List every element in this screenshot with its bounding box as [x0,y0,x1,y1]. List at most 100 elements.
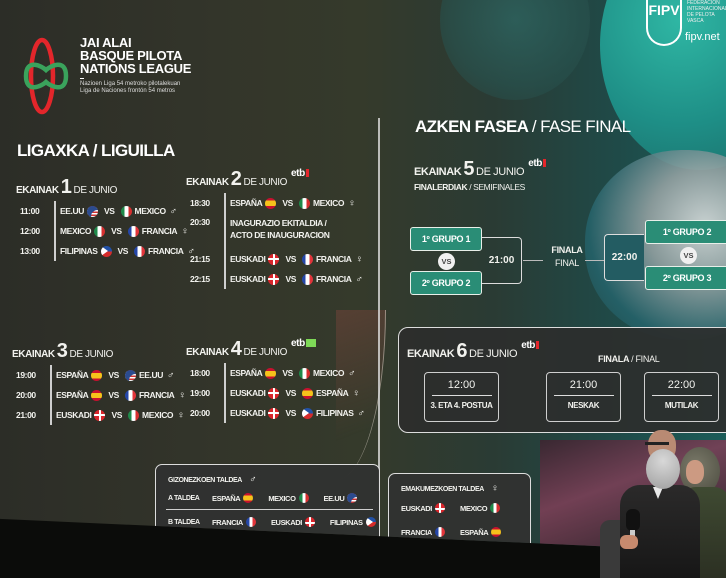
final-slot: 21:00 NESKAK [546,372,621,422]
match-row: 11:00 EE.UU VS MEXICO ♂ [20,201,195,221]
final-slot: 22:00 MUTILAK [644,372,719,422]
match-row: 21:15 EUSKADI VS FRANCIA ♀ [190,249,363,269]
team-name: MEXICO [459,503,488,513]
away-team: ESPAÑA [316,388,349,398]
male-icon: ♂ [249,474,257,485]
presenters [600,425,726,578]
women-groups-title: EMAKUMEZKOEN TALDEA ♀ [401,483,499,494]
france-flag-icon [245,517,256,527]
etb-logo-icon: etb [291,338,316,349]
female-icon: ♀ [491,483,499,494]
slot-time: 12:00 [447,379,476,391]
euskadi-flag-icon [268,273,280,285]
group-separator [166,509,373,510]
day-header: EKAINAK 4 DE JUNIO etb [186,338,365,359]
title-line: NATIONS LEAGUE [80,61,192,76]
france-flag-icon [434,527,445,537]
event-label: INAGURAZIO EKITALDIA / ACTO DE INAUGURAC… [230,217,330,241]
female-icon: ♀ [352,387,360,399]
final-phase-title: AZKEN FASEA / FASE FINAL [415,117,631,137]
day-header: EKAINAK 3 DE JUNIO [12,341,186,361]
vs-badge: VS [438,253,455,270]
fipv-shield-icon: FIPV [646,0,682,46]
match-row: 22:15 EUSKADI VS FRANCIA ♂ [190,269,363,289]
women-row: EUSKADI MEXICO [401,503,515,513]
vs-label: VS [111,226,122,236]
league-title: JAI ALAI BASQUE PILOTA NATIONS LEAGUE Na… [80,36,191,95]
group-team: EUSKADI [271,517,318,527]
day-number: 1 [60,176,72,198]
away-team: FRANCIA [148,246,184,256]
person-hand [620,535,638,549]
final-title: FINALA / FINAL [598,354,660,364]
group-team: FRANCIA [401,527,448,537]
vs-label: VS [108,390,119,400]
bracket-line [585,260,605,261]
slot-time: 22:00 [667,379,696,391]
federation-name: FEDERACIÓN INTERNACIONAL DE PELOTA VASCA [687,0,726,24]
vs-label: VS [111,410,123,420]
match-time: 18:30 [190,198,210,208]
day-5-schedule: EKAINAK 5 DE JUNIO etb FINALERDIAK / SEM… [414,158,546,192]
euskadi-flag-icon [304,517,315,527]
euskadi-flag-icon [268,387,280,399]
etb-logo-icon: etb [521,340,539,351]
event-row: 20:30 INAGURAZIO EKITALDIA / ACTO DE INA… [190,213,363,249]
home-team: EUSKADI [230,254,266,264]
spain-flag-icon [265,367,277,379]
away-team: FILIPINAS [316,408,354,418]
match-time: 11:00 [20,206,40,216]
semifinal-time: 22:00 [604,234,644,281]
usa-flag-icon [86,205,98,217]
france-flag-icon [124,389,136,401]
female-icon: ♀ [355,253,363,265]
title-line: BASQUE PILOTA [80,48,183,63]
vs-label: VS [282,198,293,208]
slot-divider [651,395,712,396]
away-team: MEXICO [134,206,167,216]
match-row: 12:00 MEXICO VS FRANCIA ♀ [20,221,195,241]
match-time: 20:00 [190,408,210,418]
away-team: FRANCIA [141,226,178,236]
semifinal-team-box: 2º GRUPO 3 [645,266,726,290]
group-team: ESPAÑA [212,493,256,503]
day-1-schedule: EKAINAK 1 DE JUNIO 11:00 EE.UU VS MEXICO… [16,176,195,261]
match-list: 18:00 ESPAÑA VS MEXICO ♂ 19:00 EUSKADI V… [186,363,365,423]
stage-label: FINALERDIAK / SEMIFINALES [414,182,546,192]
men-groups-title: GIZONEZKOEN TALDEA ♂ [168,474,257,485]
day-suffix: DE JUNIO [476,166,525,178]
female-icon: ♀ [177,409,185,421]
group-team: EUSKADI [401,503,448,513]
spain-flag-icon [243,493,254,503]
mexico-flag-icon [490,503,501,513]
away-team: EE.UU [138,370,163,380]
group-b-row: B TALDEA FRANCIA EUSKADI FILIPINAS [168,517,391,527]
euskadi-flag-icon [268,253,280,265]
spain-flag-icon [265,197,277,209]
home-team: EUSKADI [56,410,92,420]
away-team: MEXICO [312,198,345,208]
final-label: FINALA FINAL [545,244,589,270]
match-row: 19:00 ESPAÑA VS EE.UU ♂ [16,365,186,385]
team-name: FILIPINAS [329,517,363,527]
final-phase-title-bold: AZKEN FASEA [415,117,528,136]
match-row: 20:00 ESPAÑA VS FRANCIA ♀ [16,385,186,405]
female-icon: ♀ [181,225,189,237]
section-divider [378,118,380,493]
league-logo-icon [23,37,69,115]
female-icon: ♀ [348,197,356,209]
group-title-text: EMAKUMEZKOEN TALDEA [401,486,484,493]
federation-line: FEDERACIÓN [687,0,720,6]
day-4-schedule: EKAINAK 4 DE JUNIO etb 18:00 ESPAÑA VS M… [186,338,365,423]
male-icon: ♂ [357,407,366,419]
title-dash [80,78,84,79]
semifinal-team-box: 2º GRUPO 2 [410,271,482,295]
philippines-flag-icon [100,245,112,257]
match-time: 20:00 [16,390,36,400]
usa-flag-icon [124,369,136,381]
home-team: ESPAÑA [230,198,263,208]
day-header: EKAINAK 2 DE JUNIO etb [186,168,363,189]
women-row: FRANCIA ESPAÑA [401,527,516,537]
france-flag-icon [134,245,146,257]
team-name: ESPAÑA [459,527,489,537]
